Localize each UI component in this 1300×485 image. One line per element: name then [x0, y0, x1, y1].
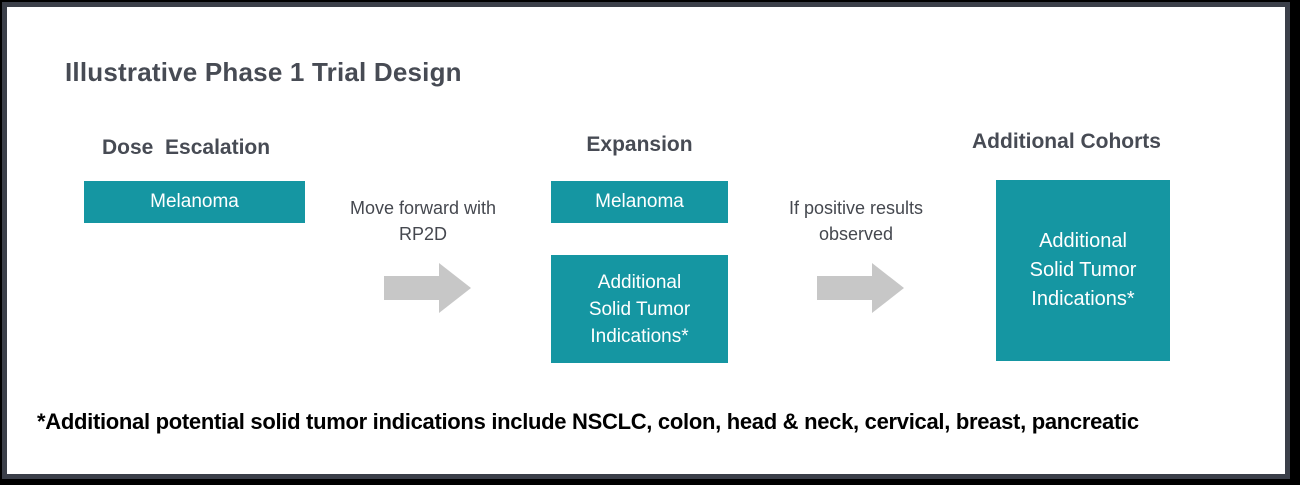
- box-melanoma-expansion: Melanoma: [551, 181, 728, 223]
- stage-header-dose-escalation: Dose Escalation: [102, 136, 271, 159]
- stage-header-expansion: Expansion: [586, 133, 693, 156]
- box-additional-solid-tumor-expansion: Additional Solid Tumor Indications*: [551, 255, 728, 363]
- right-arrow-icon: [384, 263, 471, 313]
- box-melanoma-dose-escalation: Melanoma: [84, 181, 305, 223]
- arrow-2-label: If positive results observed: [788, 198, 924, 244]
- page-title: Illustrative Phase 1 Trial Design: [65, 57, 462, 87]
- arrow-1-label: Move forward with RP2D: [349, 198, 497, 244]
- stage-header-additional-cohorts: Additional Cohorts: [972, 130, 1161, 153]
- footnote-text: *Additional potential solid tumor indica…: [37, 409, 1139, 434]
- right-arrow-icon: [817, 263, 904, 313]
- box-additional-solid-tumor-cohorts: Additional Solid Tumor Indications*: [996, 180, 1170, 361]
- slide: Illustrative Phase 1 Trial Design Dose E…: [2, 2, 1290, 479]
